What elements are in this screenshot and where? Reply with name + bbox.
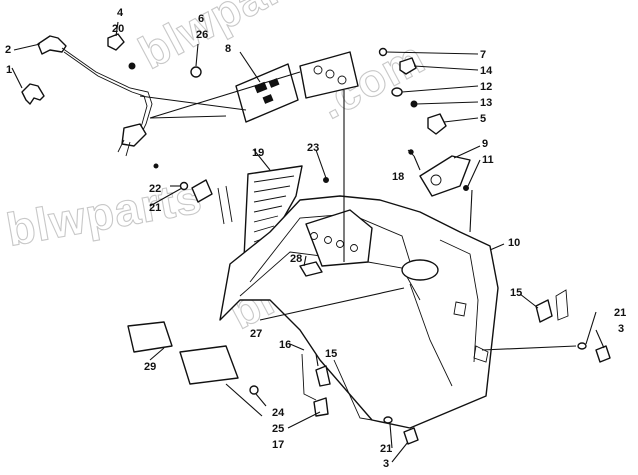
- callout-13: 13: [480, 97, 492, 109]
- filler-flange: [407, 149, 471, 197]
- retaining-clip-right: [535, 289, 569, 323]
- lamp-lens: [127, 321, 239, 385]
- callout-3: 3: [618, 323, 624, 335]
- switch-plate: [190, 63, 299, 123]
- retaining-clip-lower: [301, 353, 331, 417]
- console-housing: [219, 195, 499, 429]
- callout-17: 17: [272, 439, 284, 451]
- screw-right: [577, 342, 611, 363]
- watermark-text: blwparts: [3, 170, 206, 255]
- callout-15: 15: [510, 287, 522, 299]
- callout-21: 21: [614, 307, 626, 319]
- callout-5: 5: [480, 113, 486, 125]
- callout-9: 9: [482, 138, 488, 150]
- callout-2: 2: [5, 44, 11, 56]
- gasket-plate: [299, 51, 359, 99]
- callout-28: 28: [290, 253, 302, 265]
- callout-26: 26: [196, 29, 208, 41]
- callout-15: 15: [325, 348, 337, 360]
- callout-8: 8: [225, 43, 231, 55]
- throttle-lever-assembly: [21, 33, 153, 157]
- callout-29: 29: [144, 361, 156, 373]
- callout-7: 7: [480, 49, 486, 61]
- callout-10: 10: [508, 237, 520, 249]
- switch-hardware: [378, 47, 447, 135]
- callout-25: 25: [272, 423, 284, 435]
- leader-lines: [11, 21, 605, 463]
- callout-11: 11: [482, 154, 494, 166]
- callout-1: 1: [6, 64, 12, 76]
- callout-22: 22: [149, 183, 161, 195]
- callout-23: 23: [307, 142, 319, 154]
- callout-16: 16: [279, 339, 291, 351]
- callout-18: 18: [392, 171, 404, 183]
- callout-12: 12: [480, 81, 492, 93]
- callout-21: 21: [380, 443, 392, 455]
- callout-3: 3: [383, 458, 389, 470]
- callout-14: 14: [480, 65, 493, 77]
- callout-labels: 1 2 4 20 6 26 8 7 14 12 13 5 9 11 18 19 …: [5, 7, 626, 470]
- lower-hardware: [153, 163, 419, 445]
- callout-21: 21: [149, 202, 161, 214]
- callout-24: 24: [272, 407, 285, 419]
- callout-19: 19: [252, 147, 264, 159]
- callout-20: 20: [112, 23, 124, 35]
- watermark-text: blwparts: [130, 0, 328, 79]
- callout-4: 4: [117, 7, 124, 19]
- callout-27: 27: [250, 328, 262, 340]
- side-bracket: [191, 179, 233, 225]
- callout-6: 6: [198, 13, 204, 25]
